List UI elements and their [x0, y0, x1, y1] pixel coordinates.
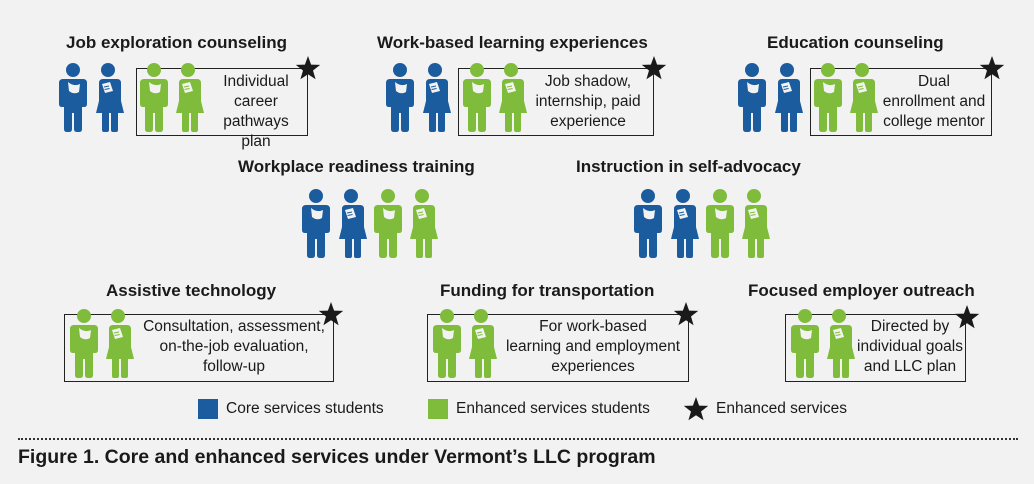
legend-enhanced-label: Enhanced services students	[456, 400, 650, 417]
self-advocacy-title: Instruction in self-advocacy	[576, 157, 801, 176]
transportation-title: Funding for transportation	[440, 281, 655, 300]
caption-divider	[18, 438, 1018, 440]
enhanced-student-icon	[138, 62, 170, 132]
enhanced-student-icon	[102, 308, 134, 378]
enhanced-services-star-icon	[295, 55, 321, 81]
enhanced-student-icon	[461, 62, 493, 132]
legend-enhanced-swatch	[428, 399, 448, 419]
job-exploration-title: Job exploration counseling	[66, 33, 288, 52]
figure-caption: Figure 1. Core and enhanced services und…	[18, 446, 656, 468]
enhanced-services-star-icon	[641, 55, 667, 81]
enhanced-student-icon	[465, 308, 497, 378]
core-student-icon	[92, 62, 124, 132]
assistive-technology-text: Consultation, assessment,on-the-job eval…	[143, 318, 325, 375]
core-student-icon	[667, 188, 699, 258]
enhanced-student-icon	[406, 188, 438, 258]
enhanced-services-star-icon	[954, 304, 980, 330]
enhanced-student-icon	[738, 188, 770, 258]
enhanced-student-icon	[823, 308, 855, 378]
legend-core-swatch	[198, 399, 218, 419]
enhanced-student-icon	[812, 62, 844, 132]
core-student-icon	[57, 62, 89, 132]
core-student-icon	[419, 62, 451, 132]
enhanced-student-icon	[704, 188, 736, 258]
legend-star-label: Enhanced services	[716, 400, 847, 417]
core-student-icon	[300, 188, 332, 258]
enhanced-student-icon	[431, 308, 463, 378]
enhanced-student-icon	[372, 188, 404, 258]
core-student-icon	[736, 62, 768, 132]
core-student-icon	[632, 188, 664, 258]
enhanced-student-icon	[495, 62, 527, 132]
legend-core-label: Core services students	[226, 400, 384, 417]
core-student-icon	[384, 62, 416, 132]
enhanced-student-icon	[172, 62, 204, 132]
employer-outreach-title: Focused employer outreach	[748, 281, 975, 300]
enhanced-services-star-icon	[673, 301, 699, 327]
enhanced-student-icon	[68, 308, 100, 378]
workplace-readiness-title: Workplace readiness training	[238, 157, 475, 176]
transportation-box	[427, 314, 689, 382]
enhanced-student-icon	[789, 308, 821, 378]
assistive-technology-title: Assistive technology	[106, 281, 277, 300]
work-based-title: Work-based learning experiences	[377, 33, 648, 52]
education-title: Education counseling	[767, 33, 944, 52]
enhanced-services-star-icon	[979, 55, 1005, 81]
core-student-icon	[335, 188, 367, 258]
core-student-icon	[771, 62, 803, 132]
legend-star-icon	[683, 396, 709, 422]
enhanced-student-icon	[846, 62, 878, 132]
enhanced-services-star-icon	[318, 301, 344, 327]
